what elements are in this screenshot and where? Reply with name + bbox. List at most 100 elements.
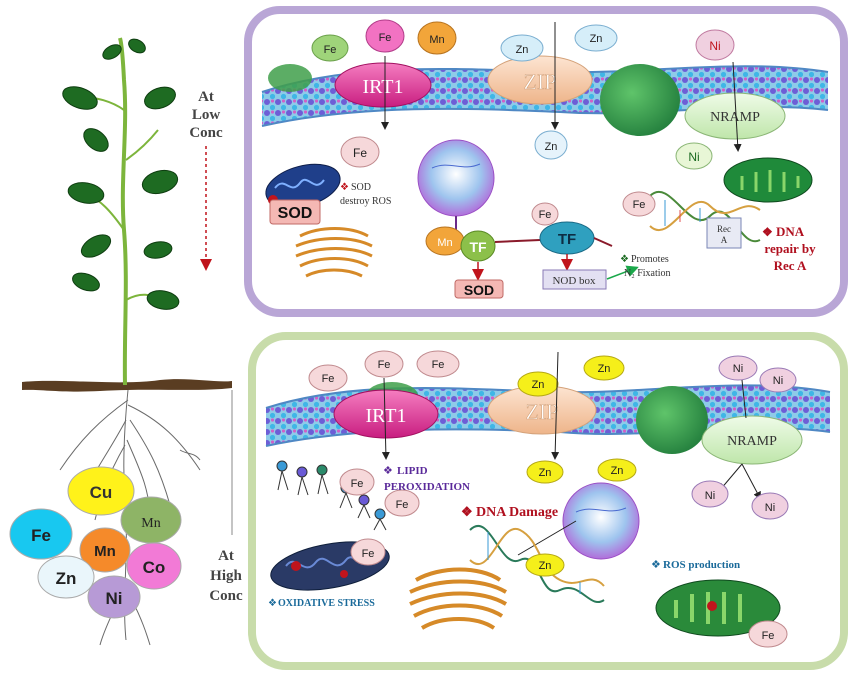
svg-text:Fe: Fe [432, 359, 445, 371]
bottom-fe-mito [350, 538, 386, 566]
bottom-lipid-1: LIPID [397, 465, 428, 477]
svg-text:Zn: Zn [611, 465, 624, 477]
svg-text:Zn: Zn [545, 141, 558, 153]
svg-text:IRT1: IRT1 [362, 76, 403, 98]
svg-text:Mn: Mn [429, 34, 444, 46]
svg-text:❖: ❖ [620, 254, 629, 265]
svg-text:Ni: Ni [705, 490, 715, 502]
svg-text:NOD box: NOD box [552, 275, 596, 287]
top-promotes-1: Promotes [631, 254, 669, 265]
metal-fe [9, 508, 73, 560]
svg-text:Fe: Fe [762, 630, 775, 642]
top-sod-box [269, 199, 321, 225]
high-conc-label-3: Conc [209, 588, 243, 604]
bottom-panel: IRT1 ZIP NRAMP Fe Fe Fe Zn Zn Ni Ni Zn Z… [248, 332, 848, 670]
top-fe-inside [340, 136, 380, 168]
svg-text:Fe: Fe [351, 478, 364, 490]
bottom-zn-ion-1 [517, 371, 559, 397]
bottom-zn-ion-2 [583, 355, 625, 381]
svg-text:Fe: Fe [633, 199, 646, 211]
svg-text:Fe: Fe [379, 32, 392, 44]
top-cell-nucleus [417, 139, 495, 217]
low-conc-label-2: Low [192, 107, 221, 123]
svg-text:Zn: Zn [598, 363, 611, 375]
bottom-zn-inside-2 [597, 458, 637, 482]
svg-text:Rec: Rec [717, 224, 731, 234]
svg-text:❖: ❖ [268, 598, 277, 609]
bottom-dna-damage: DNA Damage [476, 505, 558, 520]
top-mn-ion [417, 21, 457, 55]
high-conc-label-1: At [218, 548, 234, 564]
soil-line [22, 379, 232, 392]
top-dna-repair-3: Rec A [774, 258, 807, 273]
bottom-fe-chloro [748, 620, 788, 648]
svg-text:Fe: Fe [322, 373, 335, 385]
svg-text:Zn: Zn [532, 379, 545, 391]
bottom-zn-inside-1 [526, 460, 564, 484]
svg-text:Ni: Ni [709, 39, 720, 53]
top-fe-ion-1 [311, 34, 349, 62]
svg-text:Mn: Mn [94, 543, 116, 560]
svg-text:Fe: Fe [324, 44, 337, 56]
bottom-ni-inside-1 [691, 480, 729, 508]
top-chloroplast [723, 157, 813, 203]
svg-text:Ni: Ni [688, 150, 699, 164]
top-zip-transporter [487, 55, 593, 105]
svg-text:Co: Co [143, 558, 166, 577]
top-dna-repair-1: DNA [776, 224, 805, 239]
bottom-membrane-protein-green [636, 386, 708, 454]
metal-ni [87, 575, 141, 619]
metal-cluster: Cu Fe Mn Mn Co Zn Ni [9, 466, 182, 619]
metal-co [126, 542, 182, 590]
svg-text:❖: ❖ [651, 559, 661, 571]
bottom-fe-lipid-1 [339, 468, 375, 496]
svg-text:❖: ❖ [383, 465, 393, 477]
bottom-ni-inside-2 [751, 492, 789, 520]
svg-text:ZIP: ZIP [526, 399, 559, 424]
svg-text:Zn: Zn [590, 33, 603, 45]
top-ni-inside [675, 142, 713, 170]
high-conc-label-2: High [210, 568, 242, 584]
svg-text:IRT1: IRT1 [365, 405, 406, 427]
svg-text:Ni: Ni [773, 375, 783, 387]
top-irt1-transporter [334, 62, 432, 108]
top-fe-tf [531, 202, 559, 226]
top-nod-box [542, 269, 607, 290]
svg-text:Ni: Ni [106, 589, 123, 608]
svg-text:Fe: Fe [353, 146, 367, 160]
bottom-cell-nucleus [562, 482, 640, 560]
bottom-fe-ion-3 [416, 350, 460, 378]
svg-text:Ni: Ni [733, 363, 743, 375]
low-conc-label-1: At [198, 89, 214, 105]
bottom-ni-ion-2 [759, 367, 797, 393]
bottom-golgi [409, 567, 508, 630]
svg-text:Fe: Fe [362, 548, 375, 560]
top-zn-ion-1 [500, 34, 544, 62]
svg-text:SOD: SOD [464, 282, 494, 298]
svg-text:ZIP: ZIP [524, 69, 557, 94]
bottom-lipid-2: PEROXIDATION [384, 481, 470, 493]
top-sod-note-1: SOD [351, 182, 371, 193]
svg-text:Ni: Ni [765, 502, 775, 514]
top-membrane-protein-green [600, 64, 680, 136]
low-conc-label-3: Conc [189, 125, 223, 141]
svg-text:Cu: Cu [90, 483, 113, 502]
top-sod-bottom-box [454, 279, 504, 299]
top-dna-repair-2: repair by [764, 241, 816, 256]
bottom-oxidative-stress: OXIDATIVE STRESS [278, 598, 375, 609]
plant-stem [118, 37, 128, 386]
top-panel: IRT1 ZIP NRAMP Fe Fe Mn Zn Zn Ni Fe Zn N… [244, 6, 848, 317]
svg-text:Fe: Fe [539, 209, 552, 221]
top-promotes-2: N₂ Fixation [624, 268, 671, 279]
svg-text:Zn: Zn [539, 467, 552, 479]
svg-text:Fe: Fe [378, 359, 391, 371]
svg-text:Zn: Zn [539, 560, 552, 572]
svg-text:❖: ❖ [340, 182, 349, 193]
top-fe-dna [622, 191, 656, 217]
bottom-fe-ion-2 [364, 350, 404, 378]
top-zn-ion-2 [574, 24, 618, 52]
svg-text:TF: TF [469, 239, 487, 255]
top-dna-helix [649, 191, 761, 243]
